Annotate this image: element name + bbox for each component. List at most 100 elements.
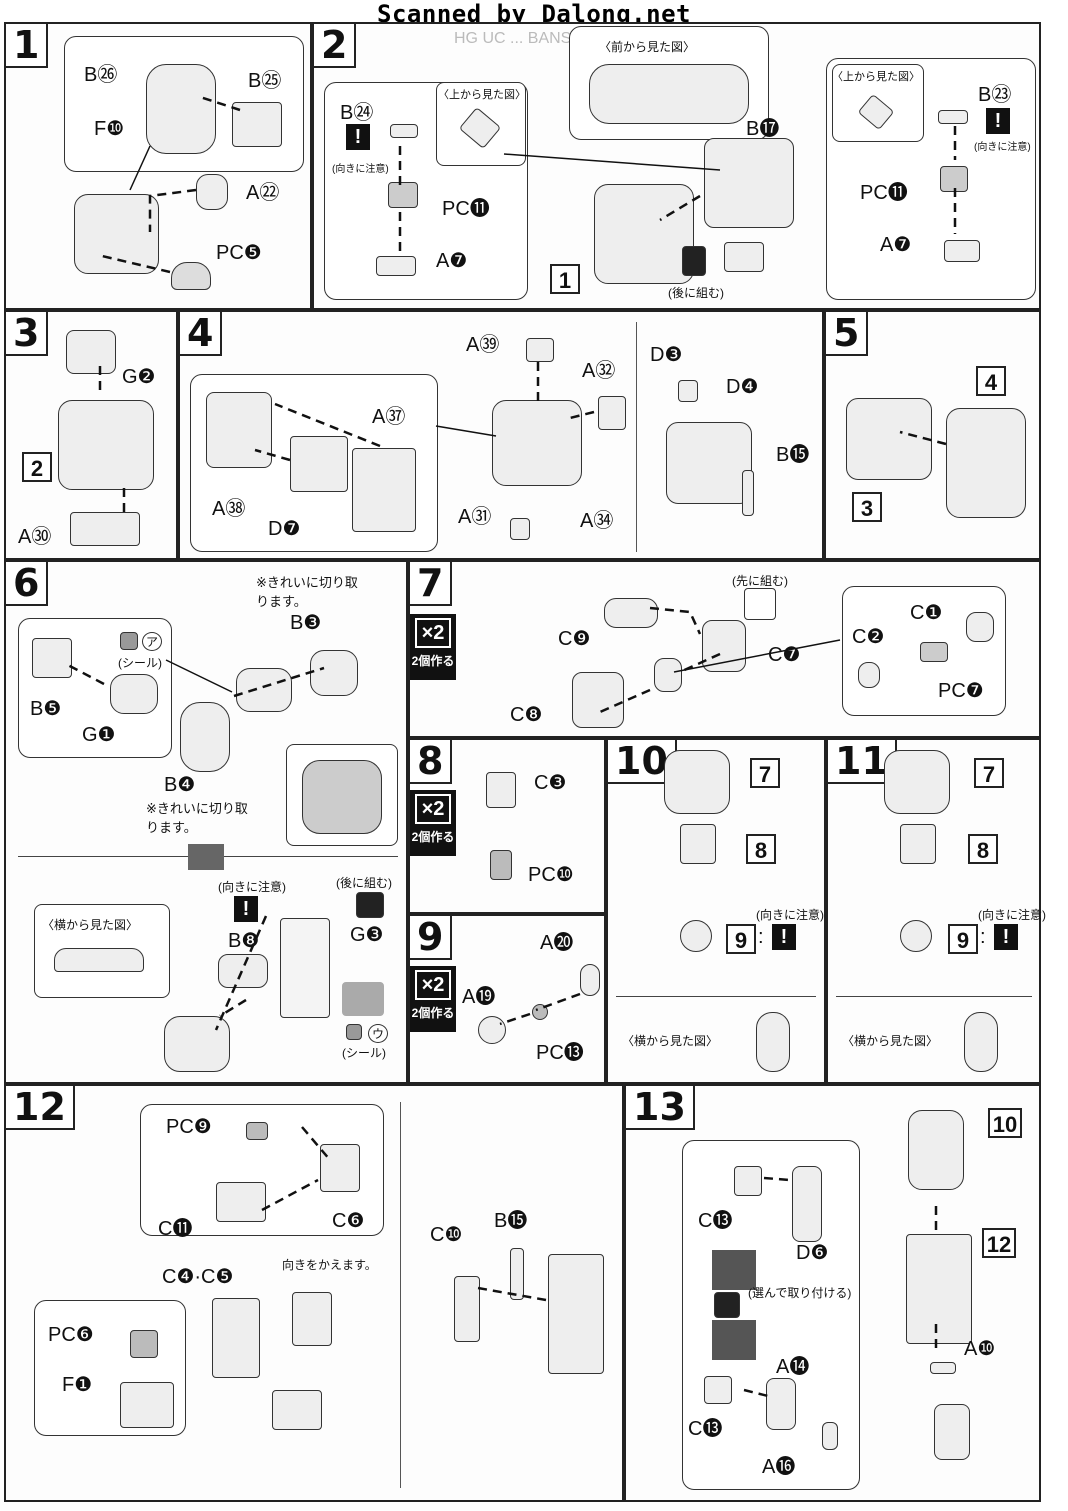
caution-note: (向きに注意) [332, 164, 389, 175]
label-a39: A㊴ [466, 334, 500, 356]
part-step7-arm [664, 750, 730, 814]
label-c6: C❻ [332, 1210, 365, 1232]
label-a7-right: A❼ [880, 234, 912, 256]
ref-step-7: 7 [750, 758, 780, 788]
label-pc7: PC❼ [938, 680, 984, 702]
label-pc10: PC❿ [528, 864, 574, 886]
part-b25 [232, 102, 282, 147]
part-build-later [682, 246, 706, 276]
part-side-view [54, 948, 144, 972]
step-7-panel: 7 ×2 2個作る (先に組む) C❾ C❼ C❽ C❶ C❷ PC❼ [408, 560, 1041, 738]
part-b8 [218, 954, 268, 988]
label-a14: A⓮ [776, 1356, 810, 1378]
label-d7: D❼ [268, 518, 301, 540]
choose-attach-note: (選んで取り付ける) [748, 1286, 852, 1300]
ref-step-9: 9 [948, 924, 978, 954]
x2-badge: ×2 2個作る [410, 614, 456, 680]
step-4-panel: 4 A㊲ A㊳ D❼ A㊴ A㉜ A㉛ A㉞ D❸ D❹ B⓯ [178, 310, 824, 560]
part-b17-assembly [704, 138, 794, 228]
ref-step-3: 3 [852, 492, 882, 522]
part-c2 [858, 662, 880, 688]
part-pc11 [388, 182, 418, 208]
part-base-block [272, 1390, 322, 1430]
step-5-panel: 5 4 3 [824, 310, 1041, 560]
part-pc11-right [940, 166, 968, 192]
label-b15: B⓯ [494, 1210, 528, 1232]
step-3-panel: 3 G❷ 2 A㉚ [4, 310, 178, 560]
sticker-a-label: (シール) [118, 656, 162, 670]
ref-step-10: 10 [988, 1108, 1022, 1138]
cut-clean-note-top: ※きれいに切り取ります。 [256, 575, 358, 609]
part-front-view [589, 64, 749, 124]
part-d3 [678, 380, 698, 402]
part-d7 [290, 436, 348, 492]
part-c11 [216, 1182, 266, 1222]
step-number: 13 [626, 1086, 695, 1130]
label-d6: D❻ [796, 1242, 829, 1264]
step-11-panel: 11 7 8 9 : ! (向きに注意) 〈横から見た図〉 [826, 738, 1046, 1084]
sub-inset-right [826, 58, 1036, 300]
ref-step-7: 7 [974, 758, 1004, 788]
part-b15 [510, 1248, 524, 1300]
label-b5: B❺ [30, 698, 62, 720]
part-a7 [376, 256, 416, 276]
label-a34: A㉞ [580, 510, 614, 532]
make-two-label: 2個作る [411, 1006, 455, 1020]
part-pc9 [246, 1122, 268, 1140]
part-head-preview [302, 760, 382, 834]
label-g3: G❸ [350, 924, 384, 946]
part-a20 [580, 964, 600, 996]
part-hand-final [934, 1404, 970, 1460]
part-b15 [742, 470, 754, 516]
part-c9 [604, 598, 658, 628]
sticker-a-mark: ア [142, 632, 163, 651]
label-b25: B㉕ [248, 70, 282, 92]
step-number: 3 [6, 312, 49, 356]
label-c13: C⓭ [698, 1210, 733, 1232]
label-a38: A㊳ [212, 498, 246, 520]
top-view-label-a: 〈上から見た図〉 [438, 89, 526, 101]
part-hand-d6 [792, 1166, 822, 1242]
step-13-panel: 13 C⓭ D❻ (選んで取り付ける) A⓮ C⓭ A⓰ 10 12 A❿ [624, 1084, 1041, 1502]
caution-note: (向きに注意) [218, 880, 286, 894]
ref-step-2: 2 [22, 452, 52, 482]
label-c4c5: C❹·C❺ [162, 1266, 234, 1288]
part-build-first [744, 588, 776, 620]
part-a7-right [944, 240, 980, 262]
part-torso-core [492, 400, 582, 486]
part-head-final [164, 1016, 230, 1072]
part-pc7 [920, 642, 948, 662]
step-number: 12 [6, 1086, 75, 1130]
part-step4-assembly [946, 408, 1026, 518]
part-a39 [526, 338, 554, 362]
down-arrow [188, 844, 224, 870]
label-a37: A㊲ [372, 406, 406, 428]
ref-step-8: 8 [746, 834, 776, 864]
label-a19: A⓳ [462, 986, 496, 1008]
part-b5 [32, 638, 72, 678]
part-c13 [734, 1166, 762, 1196]
part-forearm [548, 1254, 604, 1374]
choose-icon [714, 1292, 740, 1318]
part-a38 [206, 392, 272, 468]
side-view-label: 〈横から見た図〉 [622, 1034, 719, 1048]
part-side-view [756, 1012, 790, 1072]
build-first-note: (先に組む) [732, 574, 788, 588]
step-6-panel: 6 ※きれいに切り取ります。 B❸ ア (シール) B❺ G❶ B❹ ※きれいに… [4, 560, 408, 1084]
part-a32 [598, 396, 626, 430]
label-b17: B⓱ [746, 118, 780, 140]
change-direction-note: 向きをかえます。 [282, 1258, 377, 1272]
label-pc6: PC❻ [48, 1324, 94, 1346]
front-view-label: 〈前から見た図〉 [599, 40, 696, 54]
x2-badge: ×2 2個作る [410, 966, 456, 1032]
label-pc9: PC❾ [166, 1116, 212, 1138]
label-pc11: PC⓫ [442, 198, 490, 220]
part-g1 [110, 674, 158, 714]
part-c3 [486, 772, 516, 808]
step-number: 7 [410, 562, 453, 606]
ref-step-9: 9 [726, 924, 756, 954]
top-view-label-b: 〈上から見た図〉 [832, 71, 920, 83]
label-d4: D❹ [726, 376, 759, 398]
label-b15: B⓯ [776, 444, 810, 466]
build-later-note: (後に組む) [668, 286, 724, 300]
